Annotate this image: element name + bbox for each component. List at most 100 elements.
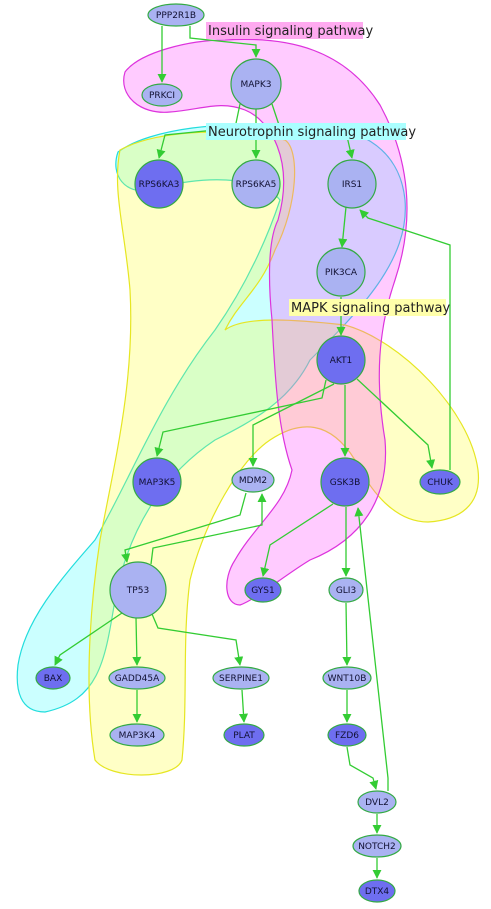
node-label-gys1: GYS1 [251,586,274,596]
insulin-pathway-label: Insulin signaling pathway [208,24,374,39]
edge-tp53-to-serpine1 [151,613,244,666]
neurotrophin-pathway-label-bg [206,123,406,140]
edge-akt1-to-chuk [356,378,436,469]
pathway-labels: Insulin signaling pathway Neurotrophin s… [206,22,450,316]
node-shape-gsk3b[interactable] [320,457,370,507]
node-irs1[interactable]: IRS1 [327,159,377,209]
node-shape-dvl2[interactable] [357,790,397,814]
node-label-plat: PLAT [233,731,255,741]
node-chuk[interactable]: CHUK [419,469,461,495]
node-dtx4[interactable]: DTX4 [358,879,396,903]
node-label-rps6ka5: RPS6KA5 [236,180,277,190]
node-shape-notch2[interactable] [352,834,402,858]
node-shape-rps6ka5[interactable] [231,159,281,209]
node-shape-gys1[interactable] [244,577,282,603]
node-dvl2[interactable]: DVL2 [357,790,397,814]
node-shape-map3k4[interactable] [109,723,165,747]
node-rps6ka3[interactable]: RPS6KA3 [134,159,184,209]
edge-chuk-to-irs1 [359,209,451,470]
node-bax[interactable]: BAX [35,666,71,690]
node-pik3ca[interactable]: PIK3CA [316,247,366,297]
node-shape-mdm2[interactable] [231,467,275,493]
edges-layer [54,26,451,879]
node-shape-gadd45a[interactable] [108,666,166,690]
node-shape-map3k5[interactable] [132,457,182,507]
node-shape-mapk3[interactable] [230,58,282,110]
edge-tp53-to-mdm2 [150,493,267,565]
node-serpine1[interactable]: SERPINE1 [212,666,270,690]
node-label-gsk3b: GSK3B [330,478,361,488]
edge-serpine1-to-plat [238,689,249,723]
node-plat[interactable]: PLAT [223,723,265,747]
node-shape-plat[interactable] [223,723,265,747]
node-label-tp53: TP53 [126,586,149,596]
node-shape-tp53[interactable] [109,561,167,619]
node-gadd45a[interactable]: GADD45A [108,666,166,690]
node-shape-akt1[interactable] [316,335,366,385]
node-akt1[interactable]: AKT1 [316,335,366,385]
node-gli3[interactable]: GLI3 [328,577,364,603]
node-map3k5[interactable]: MAP3K5 [132,457,182,507]
node-label-map3k4: MAP3K4 [119,731,156,741]
node-shape-rps6ka3[interactable] [134,159,184,209]
node-shape-wnt10b[interactable] [322,666,372,690]
node-rps6ka5[interactable]: RPS6KA5 [231,159,281,209]
node-fzd6[interactable]: FZD6 [327,723,367,747]
node-label-mdm2: MDM2 [239,476,267,486]
node-shape-irs1[interactable] [327,159,377,209]
node-ppp2r1b[interactable]: PPP2R1B [147,3,205,27]
node-label-bax: BAX [44,674,63,684]
edge-gli3-to-wnt10b [342,602,352,666]
node-shape-prkci[interactable] [141,83,183,107]
node-shape-gli3[interactable] [328,577,364,603]
node-label-map3k5: MAP3K5 [139,478,176,488]
edge-dvl2-to-gsk3b [354,507,389,791]
node-label-chuk: CHUK [427,478,454,488]
node-label-wnt10b: WNT10B [328,674,367,684]
node-prkci[interactable]: PRKCI [141,83,183,107]
node-label-akt1: AKT1 [330,356,353,366]
node-label-gadd45a: GADD45A [115,674,160,684]
node-mdm2[interactable]: MDM2 [231,467,275,493]
node-label-dtx4: DTX4 [365,887,390,897]
node-label-mapk3: MAPK3 [241,80,272,90]
node-gys1[interactable]: GYS1 [244,577,282,603]
node-label-rps6ka3: RPS6KA3 [139,180,180,190]
node-shape-pik3ca[interactable] [316,247,366,297]
insulin-pathway-label-bg [206,22,363,39]
mapk-pathway-label: MAPK signaling pathway [291,301,450,316]
edge-ppp2r1b-to-mapk3 [189,26,261,58]
node-label-fzd6: FZD6 [335,731,359,741]
edge-tp53-to-bax [54,612,123,666]
node-label-irs1: IRS1 [342,180,362,190]
node-map3k4[interactable]: MAP3K4 [109,723,165,747]
edge-tp53-to-gadd45a [132,617,142,666]
node-shape-fzd6[interactable] [327,723,367,747]
node-gsk3b[interactable]: GSK3B [320,457,370,507]
node-notch2[interactable]: NOTCH2 [352,834,402,858]
edge-mapk3-to-rps6ka3 [156,103,241,159]
node-label-ppp2r1b: PPP2R1B [156,11,196,21]
edge-mdm2-to-tp53 [121,492,247,563]
edge-irs1-to-pik3ca [338,206,348,248]
node-label-gli3: GLI3 [336,586,356,596]
node-label-serpine1: SERPINE1 [219,674,263,684]
mapk-pathway-label-bg [289,299,446,316]
pathway-regions [16,38,480,776]
edge-akt1-to-mdm2 [248,383,335,467]
node-shape-chuk[interactable] [419,469,461,495]
node-wnt10b[interactable]: WNT10B [322,666,372,690]
edge-gsk3b-to-gys1 [260,503,334,577]
node-tp53[interactable]: TP53 [109,561,167,619]
neurotrophin-pathway-region [16,124,406,713]
node-shape-ppp2r1b[interactable] [147,3,205,27]
node-label-dvl2: DVL2 [365,798,389,808]
node-label-pik3ca: PIK3CA [325,268,358,278]
node-mapk3[interactable]: MAPK3 [230,58,282,110]
node-shape-dtx4[interactable] [358,879,396,903]
node-shape-bax[interactable] [35,666,71,690]
neurotrophin-pathway-label: Neurotrophin signaling pathway [208,125,416,140]
edge-fzd6-to-dvl2 [346,746,379,790]
node-shape-serpine1[interactable] [212,666,270,690]
